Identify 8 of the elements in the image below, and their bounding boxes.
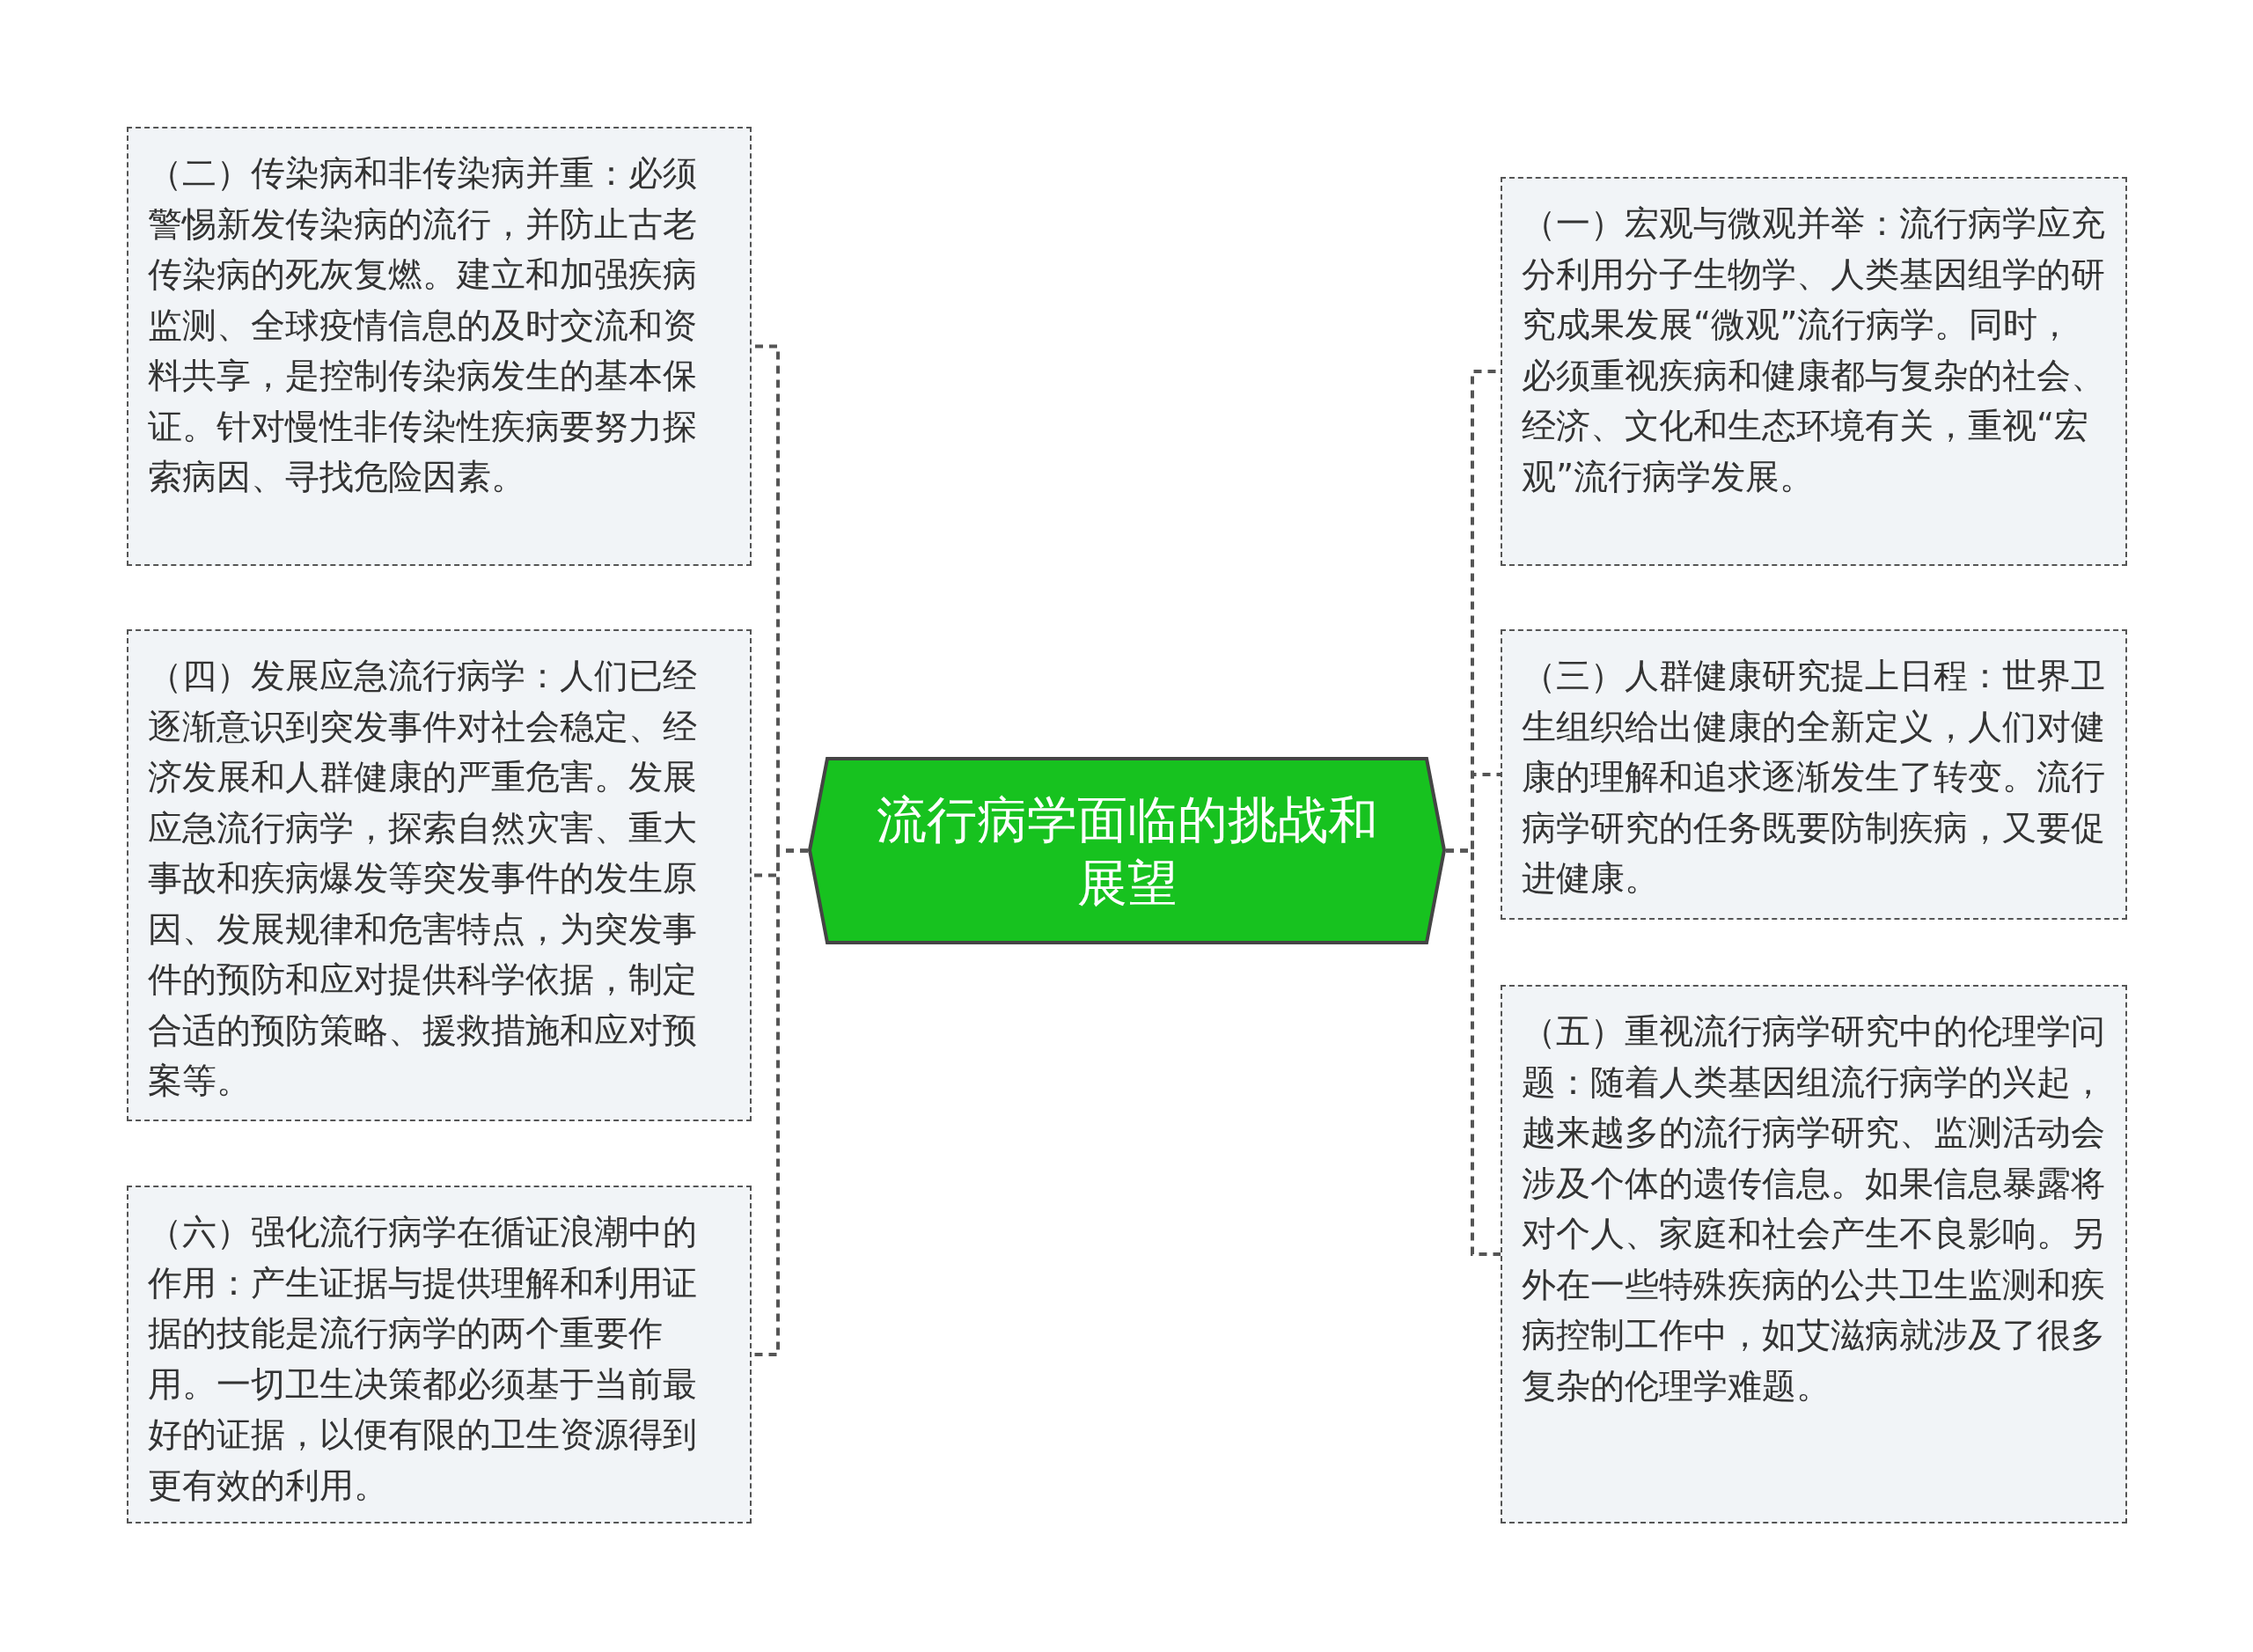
- note-box: （六）强化流行病学在循证浪潮中的作用：产生证据与提供理解和利用证据的技能是流行病学的两个重要作用。一切卫生决策都必须基于当前最好的证据，以便有限的卫生资源得到更有效的利用。: [127, 1186, 752, 1524]
- note-box: （二）传染病和非传染病并重：必须警惕新发传染病的流行，并防止古老传染病的死灰复燃。建立和加强疾病监测、全球疫情信息的及时交流和资料共享，是控制传染病发生的基本保证。针对慢性非传染性疾病要努力探索病因、寻找危险因素。: [127, 127, 752, 566]
- note-box: （五）重视流行病学研究中的伦理学问题：随着人类基因组流行病学的兴起，越来越多的流行病学研究、监测活动会涉及个体的遗传信息。如果信息暴露将对个人、家庭和社会产生不良影响。另外在一些特殊疾病的公共卫生监测和疾病控制工作中，如艾滋病就涉及了很多复杂的伦理学难题。: [1501, 985, 2127, 1524]
- connector: [1446, 848, 1501, 1256]
- topic-title: 流行病学面临的挑战和展望: [875, 789, 1379, 914]
- note-box: （一）宏观与微观并举：流行病学应充分利用分子生物学、人类基因组学的研究成果发展“微观”流行病学。同时，必须重视疾病和健康都与复杂的社会、经济、文化和生态环境有关，重视“宏观”流行病学发展。: [1501, 177, 2127, 566]
- note-box: （四）发展应急流行病学：人们已经逐渐意识到突发事件对社会稳定、经济发展和人群健康的严重危害。发展应急流行病学，探索自然灾害、重大事故和疾病爆发等突发事件的发生原因、发展规律和危害特点，为突发事件的预防和应对提供科学依据，制定合适的预防策略、援救措施和应对预案等。: [127, 629, 752, 1121]
- note-box: （三）人群健康研究提上日程：世界卫生组织给出健康的全新定义，人们对健康的理解和追求逐渐发生了转变。流行病学研究的任务既要防制疾病，又要促进健康。: [1501, 629, 2127, 920]
